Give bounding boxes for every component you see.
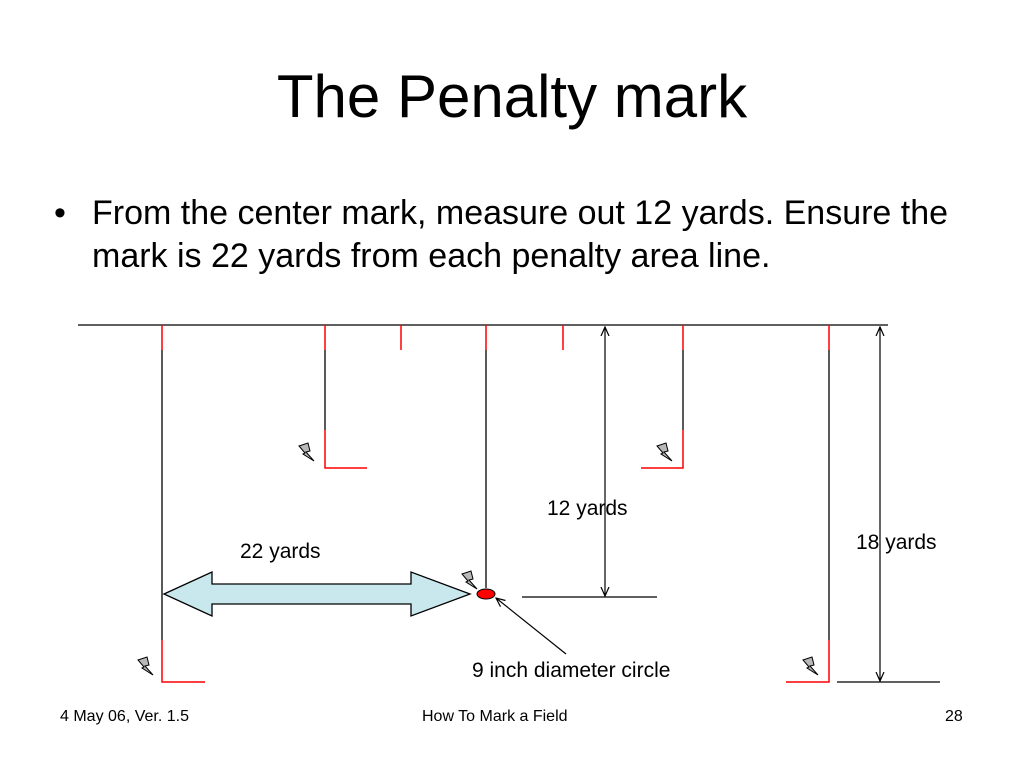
penalty-mark-circle <box>476 588 496 600</box>
label-12-yards: 12 yards <box>547 497 628 520</box>
flag-icon <box>802 656 819 676</box>
slide-title: The Penalty mark <box>276 63 748 130</box>
footer-date: 4 May 06, Ver. 1.5 <box>60 708 189 725</box>
flag-icon <box>137 656 154 676</box>
bullet-text: From the center mark, measure out 12 yar… <box>92 194 949 275</box>
label-circle: 9 inch diameter circle <box>472 659 671 682</box>
bullet-marker: • <box>54 194 66 232</box>
flag-icon <box>656 442 673 462</box>
flag-icon <box>298 442 315 462</box>
vertical-lines <box>161 350 830 640</box>
footer-page-number: 28 <box>945 708 963 725</box>
circle-leader-line <box>496 598 567 655</box>
red-ticks <box>161 325 830 350</box>
red-corners <box>161 430 830 683</box>
dimension-22-yards-arrow <box>162 570 472 618</box>
footer-title: How To Mark a Field <box>422 708 568 725</box>
label-22-yards: 22 yards <box>240 540 321 563</box>
flag-icon <box>461 570 478 590</box>
label-18-yards: 18 yards <box>856 531 937 554</box>
